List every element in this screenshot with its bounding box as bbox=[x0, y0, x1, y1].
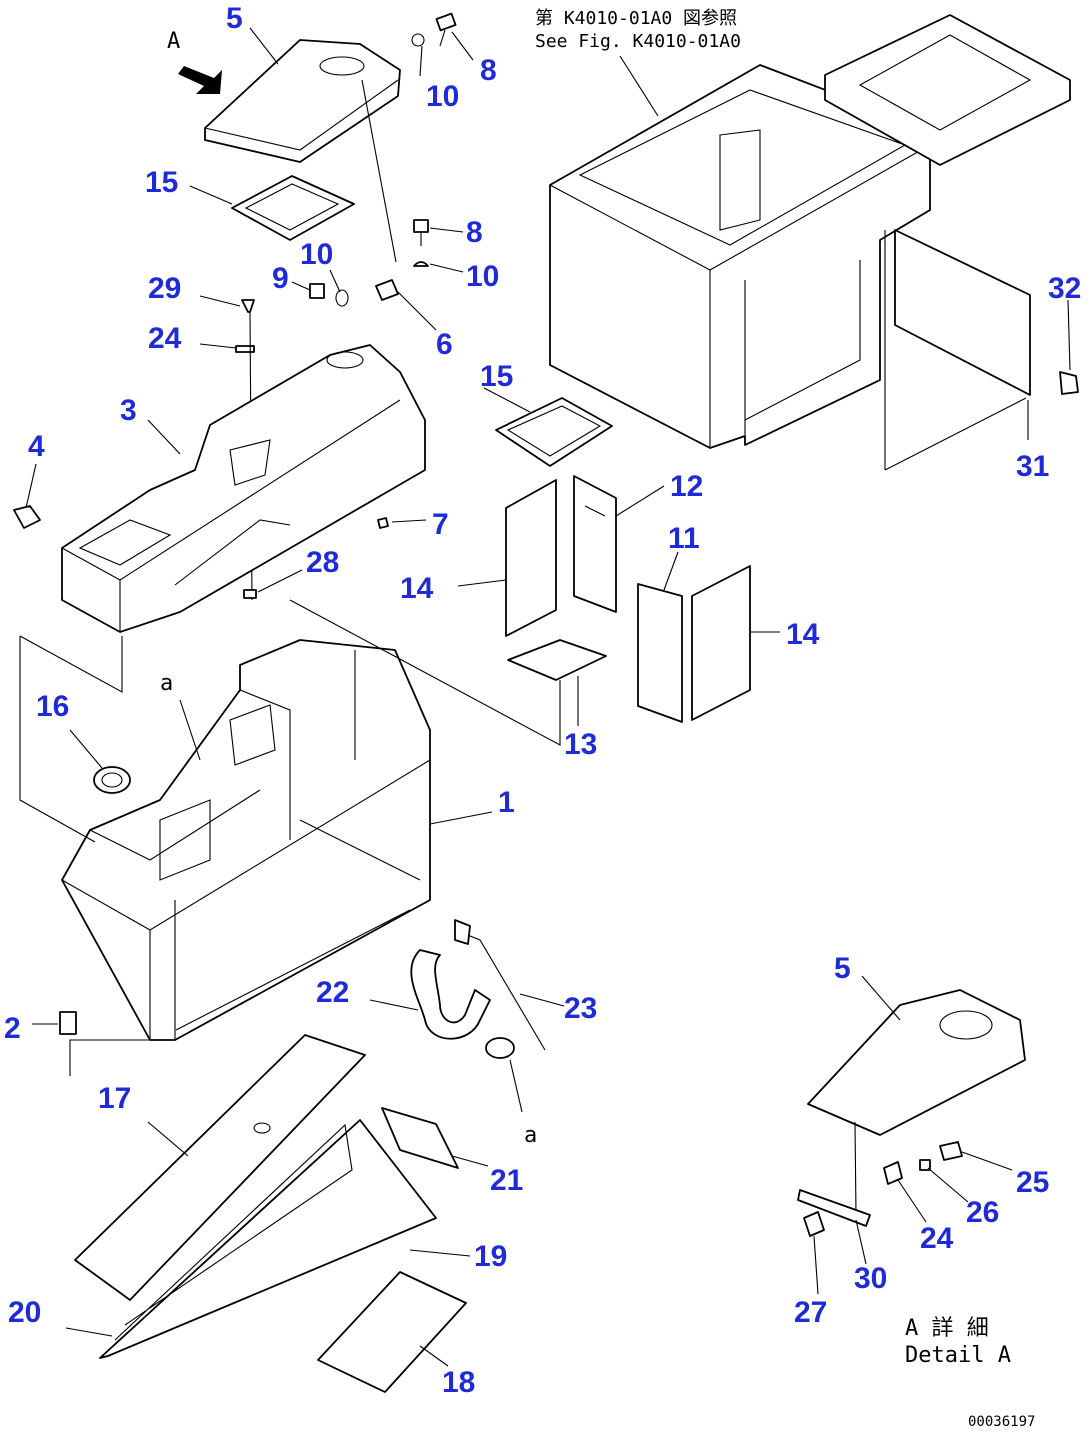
callout-26: 26 bbox=[966, 1196, 999, 1229]
callout-21: 21 bbox=[490, 1164, 523, 1197]
assembly-guide-lines bbox=[19, 599, 561, 1076]
callout-30: 30 bbox=[854, 1262, 887, 1295]
part-2-bolt bbox=[59, 1011, 77, 1035]
view-a-label: A bbox=[167, 29, 180, 54]
part-11-insulation bbox=[637, 583, 683, 723]
callout-24-detail: 24 bbox=[920, 1222, 954, 1255]
part-17-cover bbox=[74, 1034, 366, 1301]
section-mark-a-top: a bbox=[160, 671, 173, 696]
callout-9: 9 bbox=[272, 262, 289, 295]
callout-6: 6 bbox=[436, 328, 453, 361]
reference-note-line2: See Fig. K4010-01A0 bbox=[535, 31, 741, 52]
callout-10-top: 10 bbox=[426, 80, 459, 113]
callout-17: 17 bbox=[98, 1082, 131, 1115]
callout-2: 2 bbox=[4, 1012, 21, 1045]
callouts: 5 8 10 15 8 10 10 29 9 24 6 3 4 7 28 15 … bbox=[4, 2, 1081, 1399]
part-22-hose bbox=[410, 949, 491, 1040]
callout-3: 3 bbox=[120, 394, 137, 427]
part-15-gasket-left bbox=[231, 175, 355, 241]
callout-19: 19 bbox=[474, 1240, 507, 1273]
cab-frame bbox=[549, 14, 1071, 449]
detail-a-label-line2: Detail A bbox=[905, 1343, 1011, 1368]
part-21-gasket bbox=[381, 1107, 459, 1169]
callout-10-mid-left: 10 bbox=[300, 238, 333, 271]
callout-32: 32 bbox=[1048, 272, 1081, 305]
callout-28: 28 bbox=[306, 546, 339, 579]
part-4-bolt bbox=[13, 505, 41, 529]
part-14-insulation-right bbox=[691, 565, 751, 721]
callout-10-mid-right: 10 bbox=[466, 260, 499, 293]
view-arrow-icon bbox=[178, 66, 222, 94]
callout-15-mid: 15 bbox=[480, 360, 513, 393]
section-arrow-bottom bbox=[509, 1059, 523, 1113]
callout-7: 7 bbox=[432, 508, 449, 541]
part-16-grommet-hole bbox=[101, 772, 123, 788]
part-1-console-lower bbox=[61, 639, 431, 1041]
part-32-bolt bbox=[1059, 371, 1079, 395]
callout-1: 1 bbox=[498, 786, 515, 819]
part-17-hole bbox=[253, 1122, 271, 1134]
part-18-plate bbox=[317, 1271, 467, 1393]
reference-leader bbox=[619, 55, 659, 117]
detail-a-hardware bbox=[797, 1141, 963, 1237]
leader-lines bbox=[25, 27, 1071, 1367]
part-20-edge bbox=[114, 1123, 353, 1341]
detail-a-cover bbox=[807, 989, 1026, 1216]
callout-16: 16 bbox=[36, 690, 69, 723]
part-13-plate bbox=[507, 639, 607, 681]
part-15-gasket-mid bbox=[495, 397, 613, 467]
callout-8-top: 8 bbox=[480, 54, 497, 87]
callout-23: 23 bbox=[564, 992, 597, 1025]
part-16-grommet bbox=[93, 766, 131, 794]
part-3-console-upper bbox=[61, 344, 426, 633]
part-23-clamp bbox=[454, 919, 546, 1059]
part-12-insulation bbox=[573, 475, 617, 613]
callout-20: 20 bbox=[8, 1296, 41, 1329]
callout-14-right: 14 bbox=[786, 618, 820, 651]
callout-22: 22 bbox=[316, 976, 349, 1009]
callout-14-left: 14 bbox=[400, 572, 434, 605]
detail-a-label-line1: A 詳 細 bbox=[905, 1316, 989, 1341]
callout-25: 25 bbox=[1016, 1166, 1049, 1199]
section-mark-a-bottom: a bbox=[524, 1123, 537, 1148]
callout-24-top: 24 bbox=[148, 322, 182, 355]
section-arrow-top bbox=[179, 699, 201, 761]
part-5-top-cover bbox=[204, 39, 401, 163]
callout-31: 31 bbox=[1016, 450, 1049, 483]
callout-18: 18 bbox=[442, 1366, 475, 1399]
callout-5-detail: 5 bbox=[834, 952, 851, 985]
callout-27: 27 bbox=[794, 1296, 827, 1329]
callout-13: 13 bbox=[564, 728, 597, 761]
part-14-insulation-left bbox=[505, 479, 557, 637]
cab-panel-guides bbox=[884, 230, 1027, 471]
callout-8-mid: 8 bbox=[466, 216, 483, 249]
callout-15-left: 15 bbox=[145, 166, 178, 199]
part-12-slot bbox=[584, 505, 606, 517]
part-20-cover bbox=[99, 1119, 437, 1359]
callout-4: 4 bbox=[28, 430, 45, 463]
drawing-number: 00036197 bbox=[968, 1414, 1035, 1430]
reference-note-line1: 第 K4010-01A0 図参照 bbox=[535, 8, 737, 29]
callout-11: 11 bbox=[668, 522, 700, 555]
cab-side-panel bbox=[894, 229, 1031, 396]
callout-5-top: 5 bbox=[226, 2, 243, 35]
callout-12: 12 bbox=[670, 470, 703, 503]
callout-29: 29 bbox=[148, 272, 181, 305]
